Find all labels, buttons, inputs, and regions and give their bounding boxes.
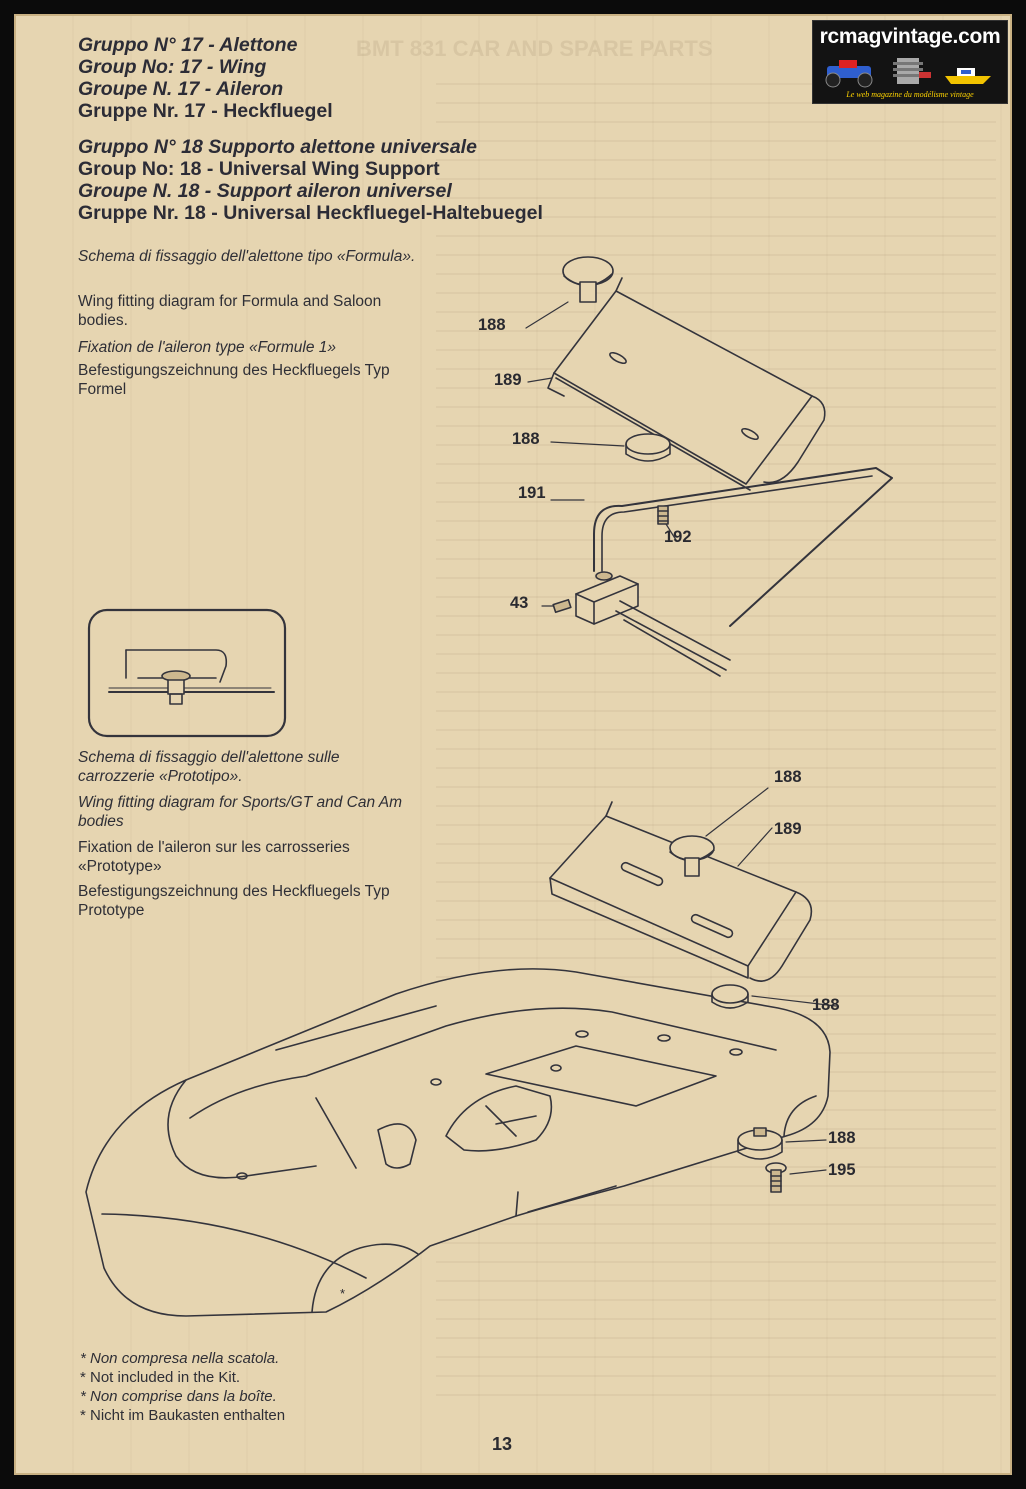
proto-wing-part <box>549 801 813 982</box>
callout-proto-wing: 189 <box>774 820 802 838</box>
page-number: 13 <box>492 1434 513 1454</box>
prototype-body-part <box>85 968 831 1317</box>
heading-g17-it: Gruppo N° 17 - Alettone <box>78 34 298 56</box>
callout-formula-screw: 43 <box>510 594 529 612</box>
proto-nut-part <box>737 1127 783 1160</box>
boat-icon <box>945 68 991 84</box>
rc-car-engine-icon <box>825 58 991 88</box>
caption-proto-fr: Fixation de l'aileron sur les carrosseri… <box>78 839 350 875</box>
footnote-en: * Not included in the Kit. <box>80 1369 241 1386</box>
formula-wing-part <box>547 277 826 491</box>
callout-formula-grub: 192 <box>664 528 692 546</box>
caption-proto-en: Wing fitting diagram for Sports/GT and C… <box>78 794 403 830</box>
callout-proto-screw: 195 <box>828 1161 856 1179</box>
heading-g17-de: Gruppe Nr. 17 - Heckfluegel <box>78 100 333 122</box>
proto-screw-part <box>765 1162 787 1193</box>
formula-knob-part <box>562 256 614 303</box>
engine-icon <box>893 58 931 84</box>
watermark-site: rcmagvintage.com <box>819 25 1001 48</box>
proto-spacer-part <box>711 984 749 1009</box>
heading-g18-it: Gruppo N° 18 Supporto alettone universal… <box>78 136 477 158</box>
callout-proto-spacer: 188 <box>812 996 840 1014</box>
formula-clamp-part <box>575 571 731 677</box>
bleed-through-title: BMT 831 CAR AND SPARE PARTS <box>356 36 713 61</box>
formula-support-wire <box>593 467 893 627</box>
caption-formula-en: Wing fitting diagram for Formula and Sal… <box>78 293 382 329</box>
manual-page: BMT 831 CAR AND SPARE PARTS Gruppo N° 17… <box>14 14 1012 1475</box>
prototype-wing-diagram <box>85 787 837 1317</box>
caption-formula-it: Schema di fissaggio dell'alettone tipo «… <box>78 248 416 265</box>
exploded-drawings <box>85 256 893 1317</box>
footnote-it: * Non compresa nella scatola. <box>80 1350 280 1367</box>
watermark-tagline: Le web magazine du modélisme vintage <box>846 90 974 99</box>
callout-formula-spacer: 188 <box>512 430 540 448</box>
callout-formula-wire: 191 <box>518 484 546 502</box>
callout-formula-knob: 188 <box>478 316 506 334</box>
heading-g17-fr: Groupe N. 17 - Aileron <box>78 78 284 100</box>
caption-formula-de: Befestigungszeichnung des Heckfluegels T… <box>78 362 390 398</box>
formula-grub-part <box>657 505 669 525</box>
formula-screw-part <box>552 598 572 614</box>
detail-inset <box>87 608 287 738</box>
caption-proto-it: Schema di fissaggio dell'alettone sulle … <box>78 749 340 785</box>
heading-g18-de: Gruppe Nr. 18 - Universal Heckfluegel-Ha… <box>78 202 543 224</box>
caption-formula-fr: Fixation de l'aileron type «Formule 1» <box>78 339 336 356</box>
proto-knob-part <box>669 835 715 877</box>
formula-spacer-part <box>625 433 671 462</box>
footnote-de: * Nicht im Baukasten enthalten <box>80 1407 286 1424</box>
caption-proto-de: Befestigungszeichnung des Heckfluegels T… <box>78 883 390 919</box>
heading-g18-fr: Groupe N. 18 - Support aileron universel <box>78 180 452 202</box>
callout-proto-knob: 188 <box>774 768 802 786</box>
heading-g17-en: Group No: 17 - Wing <box>78 56 267 78</box>
heading-g18-en: Group No: 18 - Universal Wing Support <box>78 158 440 180</box>
callout-proto-nut: 188 <box>828 1129 856 1147</box>
formula-wing-diagram <box>525 256 893 677</box>
buggy-icon <box>825 60 873 88</box>
body-star-marker: * <box>340 1286 346 1301</box>
footnote-fr: * Non comprise dans la boîte. <box>80 1388 277 1405</box>
callout-formula-wing: 189 <box>494 371 522 389</box>
watermark-badge[interactable]: rcmagvintage.com <box>812 20 1008 104</box>
